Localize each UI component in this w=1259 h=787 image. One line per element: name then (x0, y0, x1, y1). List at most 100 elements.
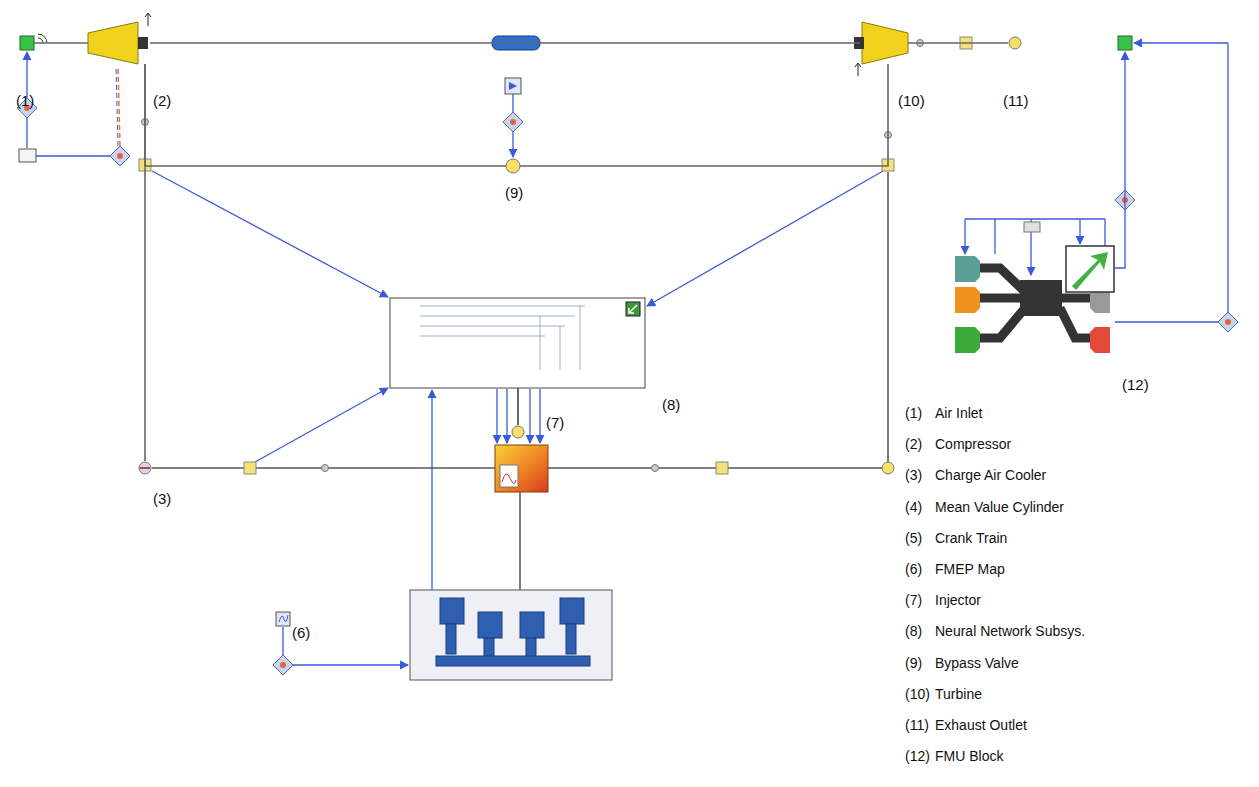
legend-row: Mean Value Cylinder (935, 498, 1064, 516)
compressor: (2) (88, 22, 150, 64)
callout-number: (8) (662, 396, 680, 413)
connector (517, 388, 519, 425)
callout-wrap: (11) (1003, 92, 1029, 110)
fix-block (19, 149, 36, 162)
turbine: (10) (860, 22, 908, 64)
sensor-diamond (17, 98, 1238, 675)
neural-network-subsystem: (8) (390, 298, 645, 388)
fmu-block: (12) (950, 219, 1115, 369)
legend-row: Neural Network Subsys. (935, 622, 1085, 640)
turbine-icon (862, 22, 908, 64)
callout-number: (4) (905, 499, 922, 515)
injector-icon (512, 426, 524, 438)
callout-number: (2) (153, 92, 171, 109)
wireless-icon (38, 34, 47, 43)
callout-number: (9) (505, 184, 523, 201)
fmu-source (1024, 222, 1040, 232)
callout-number: (3) (153, 490, 171, 507)
callout-wrap: (10) (898, 92, 925, 110)
part-name: Crank Train (935, 530, 1007, 546)
air-inlet: (1) (20, 36, 34, 50)
part-name: Turbine (935, 686, 982, 702)
legend-row: (4) (905, 498, 922, 516)
part-name: FMEP Map (935, 561, 1005, 577)
connector (520, 64, 888, 166)
legend-row: Exhaust Outlet (935, 716, 1027, 734)
subsystem-box (390, 298, 645, 388)
exhaust-outlet: (11) (1008, 34, 1134, 52)
fmep-map: (6) (276, 612, 290, 626)
callout-number: (11) (905, 717, 929, 733)
charge-air-cooler-icon (139, 462, 151, 474)
callout-wrap: (9) (505, 184, 523, 202)
legend-row: Compressor (935, 435, 1011, 453)
legend-row: (9) (905, 654, 922, 672)
legend-row: (1) (905, 404, 922, 422)
callout-number: (11) (1003, 92, 1029, 109)
callout-number: (3) (905, 467, 922, 483)
callout-number: (12) (1122, 376, 1149, 393)
callout-number: (6) (905, 561, 922, 577)
outlet-valve (1009, 37, 1021, 49)
legend-row: Charge Air Cooler (935, 466, 1046, 484)
part-name: Injector (935, 592, 981, 608)
callout-number: (1) (905, 405, 922, 421)
injector: (7) (511, 425, 525, 439)
connector (1115, 52, 1125, 268)
bypass-valve: (9) (506, 159, 520, 173)
part-name: Mean Value Cylinder (935, 499, 1064, 515)
mean-value-cylinder (495, 445, 548, 492)
bypass-valve-icon (506, 159, 520, 173)
callout-number: (8) (905, 623, 922, 639)
part-name: Bypass Valve (935, 655, 1019, 671)
junction-icon (716, 462, 728, 474)
pipe-lines (152, 172, 888, 590)
legend-row: FMEP Map (935, 560, 1005, 578)
connector (34, 42, 88, 44)
callout-number: (5) (905, 530, 922, 546)
callout-number: (2) (905, 436, 922, 452)
callout-number: (7) (905, 592, 922, 608)
legend-row: Crank Train (935, 529, 1007, 547)
legend-row: (10) (905, 685, 930, 703)
part-name: Neural Network Subsys. (935, 623, 1085, 639)
air-inlet-icon (20, 36, 34, 50)
signal-wires (27, 43, 1228, 665)
callout-wrap: (6) (292, 624, 310, 642)
callout-wrap: (3) (153, 490, 171, 508)
callout-number: (7) (546, 414, 564, 431)
callout-wrap: (12) (1122, 376, 1149, 394)
legend-row: (6) (905, 560, 922, 578)
crank-train-icon (410, 590, 612, 680)
callout-number: (10) (905, 686, 930, 702)
legend-row: Air Inlet (935, 404, 982, 422)
part-name: Exhaust Outlet (935, 717, 1027, 733)
legend-row: Injector (935, 591, 981, 609)
fmep-map-icon (276, 612, 290, 626)
callout-number: (12) (905, 748, 930, 764)
callout-wrap: (8) (662, 396, 680, 414)
legend-row: Bypass Valve (935, 654, 1019, 672)
legend-row: (2) (905, 435, 922, 453)
legend-row: Turbine (935, 685, 982, 703)
legend-row: (11) (905, 716, 929, 734)
junction-icon (244, 462, 256, 474)
legend-row: FMU Block (935, 747, 1003, 765)
connector (908, 42, 1008, 44)
legend-row: (5) (905, 529, 922, 547)
legend-row: (8) (905, 622, 922, 640)
callout-wrap: (1) (16, 92, 34, 110)
callout-number: (1) (16, 92, 34, 109)
speed-link (118, 66, 120, 146)
part-name: Air Inlet (935, 405, 982, 421)
part-name: Compressor (935, 436, 1011, 452)
compressor-icon (88, 22, 138, 64)
speed-link (116, 66, 118, 146)
callout-wrap: (7) (546, 414, 564, 432)
callout-number: (10) (898, 92, 925, 109)
callout-wrap: (2) (153, 92, 171, 110)
connector (150, 42, 860, 44)
shaft-stub (138, 37, 148, 49)
